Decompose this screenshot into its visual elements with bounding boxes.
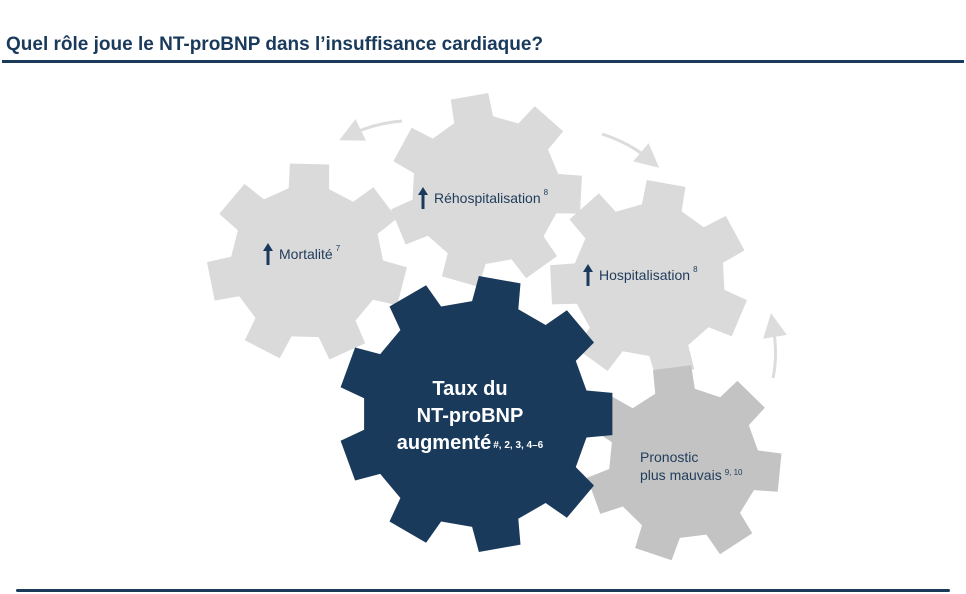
mortalite-gear [207,163,407,360]
rehospitalisation-gear [391,93,582,287]
up-arrow-icon [418,187,428,209]
hospitalisation-gear [550,180,747,380]
up-arrow-icon [583,264,593,286]
title-underline [2,60,964,63]
bottom-rule [16,589,950,592]
up-arrow-icon [263,243,273,265]
center-gear-label: Taux du NT-proBNP augmenté#, 2, 3, 4–6 [396,378,544,454]
pronostic-gear [587,365,782,561]
flow-arrow-top-right [601,132,660,168]
flow-arrow-right [763,313,787,379]
center-gear [340,276,613,552]
page-title: Quel rôle joue le NT-proBNP dans l’insuf… [6,34,544,55]
flow-arrow-top-left [339,118,403,141]
